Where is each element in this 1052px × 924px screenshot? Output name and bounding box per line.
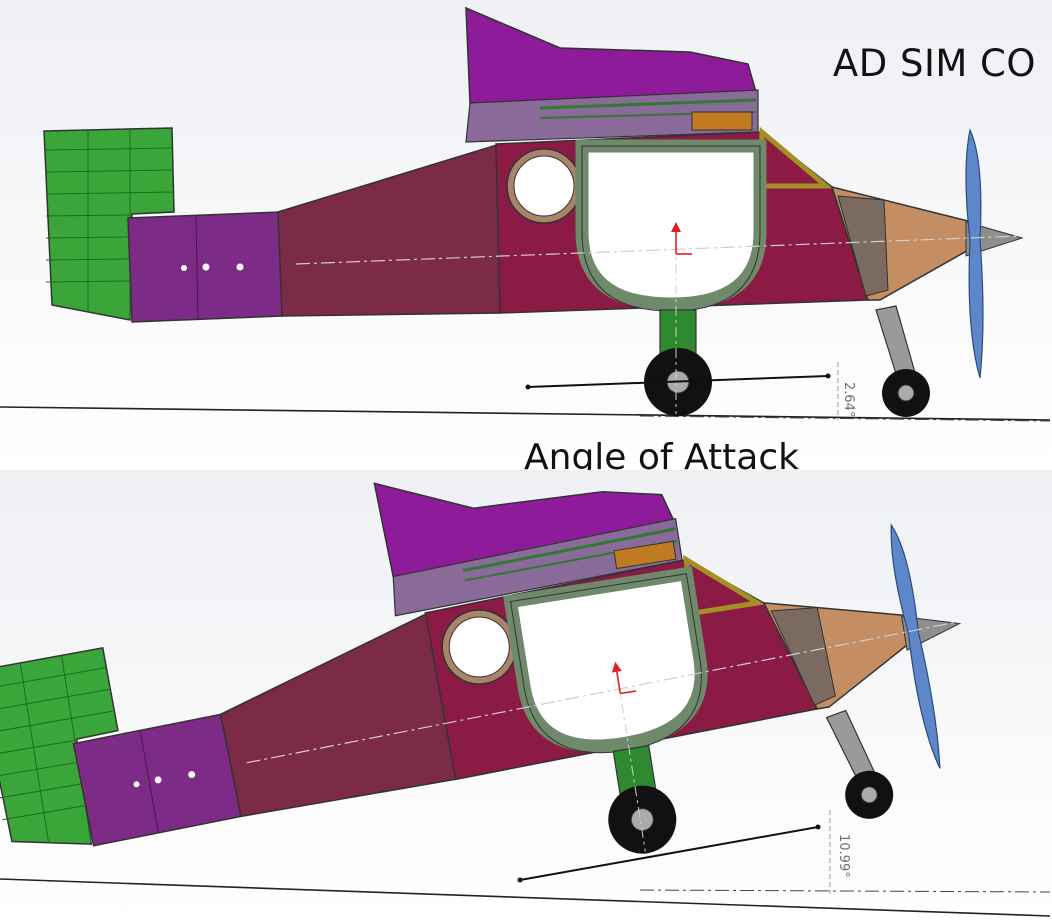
nose-landing-gear <box>875 305 930 417</box>
company-brand: AD SIM CO <box>832 42 1036 85</box>
propeller <box>965 128 984 379</box>
airplane-diagram-high-angle: 10.99° <box>0 482 1051 917</box>
porthole-window <box>441 609 518 685</box>
angle-of-attack-title: Angle of Attack <box>524 437 799 470</box>
nose-landing-gear <box>825 709 894 819</box>
tail-boom <box>219 611 457 818</box>
angle-reference-line <box>519 826 819 881</box>
ground-line <box>0 406 1051 421</box>
ground-line <box>0 878 1051 917</box>
main-landing-gear <box>644 309 712 416</box>
tail-boom <box>277 142 501 317</box>
door-frame <box>575 139 767 311</box>
fuselage-centerline <box>246 621 958 764</box>
angle-dimension-label: 10.99° <box>836 834 851 878</box>
wing <box>373 482 683 617</box>
angle-reference-line <box>527 375 829 388</box>
top-view-panel: 2.64° AD SIM CO Angle of Attack <box>0 0 1052 470</box>
porthole-window <box>506 148 582 224</box>
airplane-diagram-low-angle: 2.64° <box>0 6 1051 422</box>
bottom-view-panel: 10.99° <box>0 470 1052 924</box>
fuselage-centerline <box>295 235 1021 265</box>
nose-cowling <box>762 602 913 710</box>
ground-reference-line <box>639 889 1051 893</box>
ground-reference-line <box>639 415 1051 422</box>
tail-cone <box>127 211 283 323</box>
main-landing-gear <box>608 744 677 854</box>
tailplane <box>0 647 119 845</box>
wing <box>465 6 759 143</box>
door-frame <box>503 566 708 753</box>
origin-marker <box>611 661 637 695</box>
nose-cowling <box>830 185 973 301</box>
origin-marker <box>671 222 692 255</box>
angle-dimension-label: 2.64° <box>841 382 856 417</box>
propeller <box>890 523 941 769</box>
